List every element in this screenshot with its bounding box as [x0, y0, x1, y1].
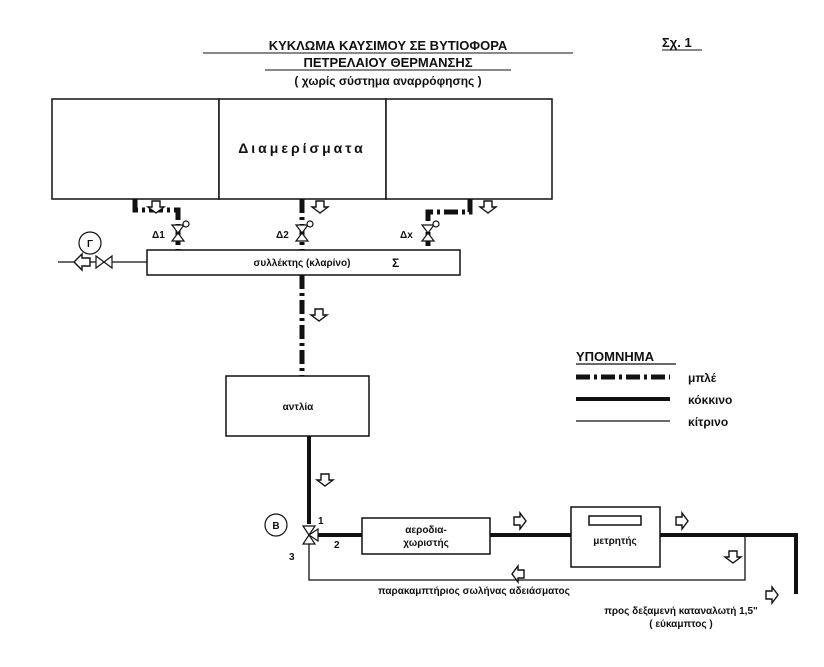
outlet-label-1: προς δεξαμενή καταναλωτή 1,5" [604, 606, 758, 617]
legend-label-yellow: κίτρινο [688, 415, 728, 429]
valve-dx-icon [420, 220, 440, 242]
flow-arrow-right-separator [513, 510, 527, 532]
valve-d1-label: Δ1 [152, 230, 165, 241]
valve-b-port-1: 1 [318, 516, 324, 527]
legend-title: ΥΠΟΜΝΗΜΑ [576, 349, 655, 364]
valve-b-label: Β [272, 521, 279, 532]
compartment-1 [51, 98, 220, 200]
collector-label: συλλέκτης (κλαρίνο) [254, 258, 351, 269]
valve-d1-icon [170, 220, 190, 242]
pump-label: αντλία [283, 402, 315, 413]
flow-arrow-down-1 [145, 200, 167, 214]
compartment-3 [385, 98, 553, 200]
flow-arrow-left-g [73, 252, 91, 272]
air-separator-label-2: χωριστής [403, 538, 449, 549]
valve-dx-label: Δx [400, 230, 413, 241]
outlet-label-2: ( εύκαμπτος ) [649, 619, 712, 630]
valve-g-icon [95, 254, 113, 270]
bypass-label: παρακαμπτήριος σωλήνας αδειάσματος [378, 586, 570, 597]
pump-box [225, 375, 370, 437]
legend-label-blue: μπλέ [688, 371, 717, 385]
valve-g-label: Γ [87, 239, 93, 250]
valve-d2-icon [294, 220, 314, 242]
red-line-meter-to-outlet [660, 533, 798, 594]
valve-b-port-2: 2 [334, 540, 340, 551]
flow-arrow-up-bypass [722, 550, 744, 564]
air-separator-box [361, 517, 491, 555]
legend-label-red: κόκκινο [688, 393, 732, 407]
title-line-3: ( χωρίς σύστημα αναρρόφησης ) [294, 74, 481, 88]
yellow-line-bypass [308, 535, 746, 581]
flow-arrow-down-3 [477, 200, 499, 214]
flow-arrow-down-pump [314, 473, 336, 487]
flow-arrow-left-bypass [511, 563, 525, 585]
meter-display [588, 515, 642, 526]
valve-d2-label: Δ2 [276, 230, 289, 241]
title-line-1: ΚΥΚΛΩΜΑ ΚΑΥΣΙΜΟΥ ΣΕ ΒΥΤΙΟΦΟΡΑ [269, 38, 508, 53]
meter-label: μετρητής [593, 536, 636, 547]
flow-arrow-right-meter [675, 510, 689, 532]
flow-arrow-down-2 [309, 200, 331, 214]
flow-arrow-down-collector [308, 308, 330, 322]
valve-b-port-3: 3 [289, 552, 295, 563]
title-line-2: ΠΕΤΡΕΛΑΙΟΥ ΘΕΡΜΑΝΣΗΣ [303, 55, 472, 70]
valve-g-circle [78, 231, 102, 255]
compartments-label: Διαμερίσματα [238, 140, 366, 156]
valve-b-icon [301, 525, 319, 545]
blue-line-compartment-3 [425, 199, 473, 250]
air-separator-label-1: αεροδια- [405, 525, 447, 536]
compartment-2 [218, 98, 387, 200]
figure-number: Σχ. 1 [662, 35, 692, 50]
flow-arrow-outlet [765, 584, 779, 606]
valve-b-circle [264, 513, 288, 537]
collector-symbol: Σ [392, 256, 399, 270]
